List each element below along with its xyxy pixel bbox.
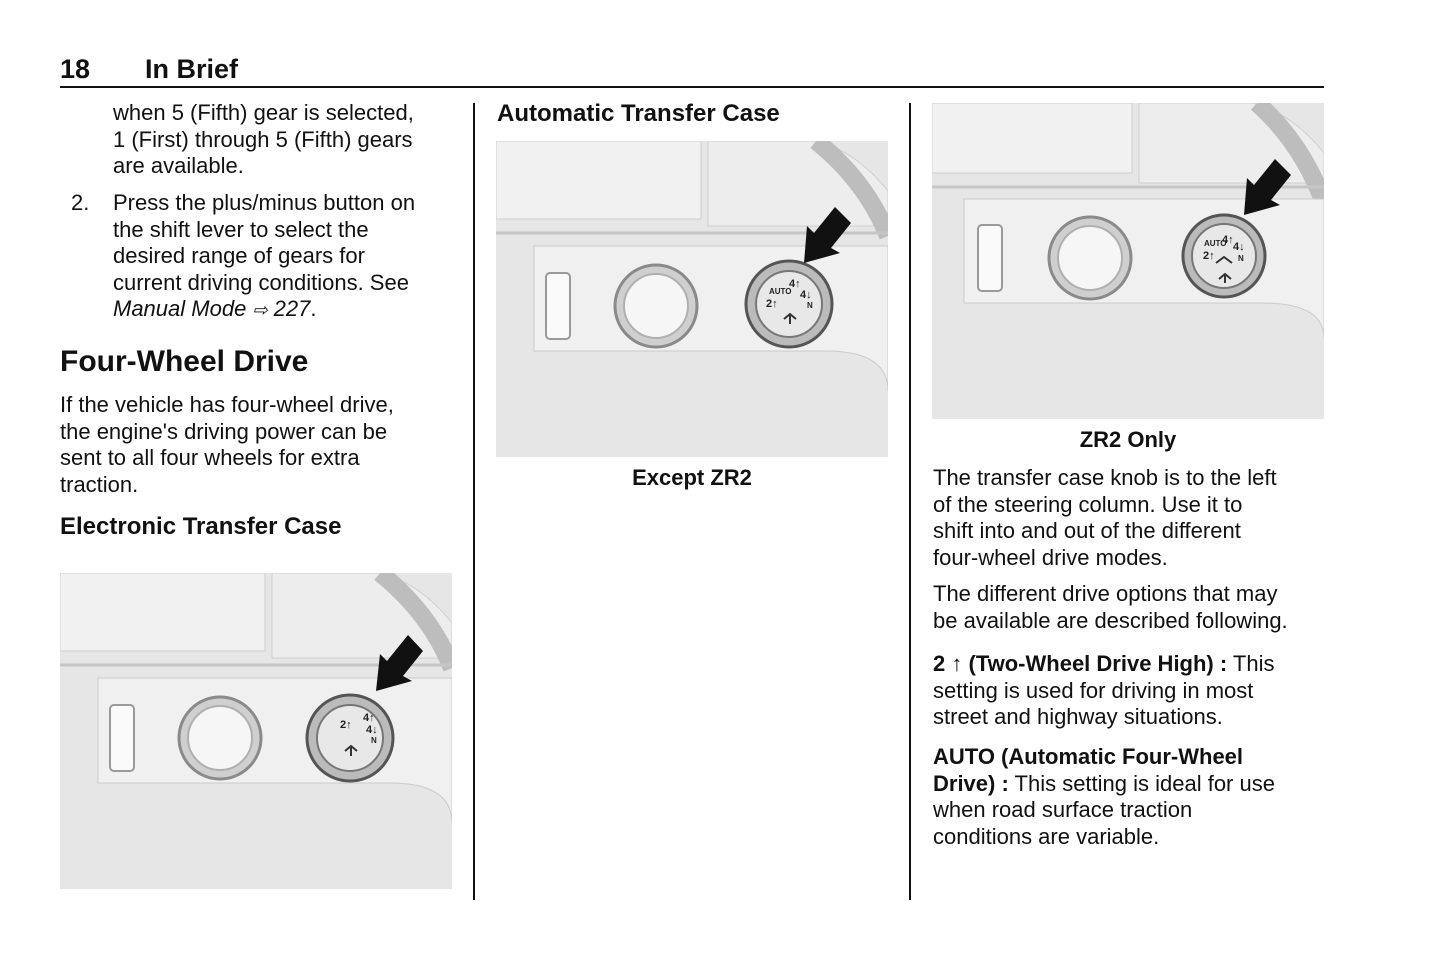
text-line: conditions are variable.: [933, 823, 1160, 849]
heading-four-wheel-drive: Four-Wheel Drive: [60, 345, 309, 378]
cross-reference[interactable]: Manual Mode ⇨ 227.: [113, 296, 317, 321]
figure-zr2-transfer-case: AUTO 2↑ 4↑ 4↓ N: [932, 103, 1324, 419]
two-wheel-drive-high-entry: 2 ↑ (Two-Wheel Drive High) : This settin…: [933, 651, 1328, 731]
text-line: desired range of gears for: [113, 243, 365, 268]
text-line: of the steering column. Use it to: [933, 491, 1243, 517]
step-number: 2.: [71, 190, 90, 215]
text-line: The different drive options that may: [933, 581, 1278, 606]
text-line: 1 (First) through 5 (Fifth) gears: [113, 126, 413, 152]
step-2-text: Press the plus/minus button on the shift…: [113, 190, 463, 324]
drive-options-paragraph: The different drive options that may be …: [933, 581, 1328, 634]
text-line: The transfer case knob is to the left: [933, 465, 1277, 490]
text-line: four-wheel drive modes.: [933, 544, 1168, 570]
text-line: sent to all four wheels for extra: [60, 445, 360, 470]
knob-label-four-high: 4↑: [1222, 234, 1234, 246]
knob-label-four-high: 4↑: [363, 712, 375, 724]
page-header: 18 In Brief: [60, 52, 1324, 88]
knob-label-four-high: 4↑: [789, 278, 801, 290]
column-divider-2: [909, 103, 911, 900]
knob-label-neutral: N: [371, 736, 377, 745]
text-line: Drive) : This setting is ideal for use: [933, 770, 1275, 796]
heading-electronic-transfer-case: Electronic Transfer Case: [60, 513, 342, 540]
knob-label-four-low: 4↓: [1233, 241, 1245, 253]
text-line: the shift lever to select the: [113, 216, 369, 242]
column-divider-1: [473, 103, 475, 900]
up-arrow-icon: ↑: [951, 651, 963, 676]
knob-label-auto: AUTO: [769, 287, 792, 296]
text-line: 2 ↑ (Two-Wheel Drive High) : This: [933, 651, 1275, 676]
text-line: current driving conditions. See: [113, 269, 409, 295]
transfer-case-illustration: 2↑ 4↑ 4↓ N: [60, 573, 452, 889]
caption-except-zr2: Except ZR2: [632, 465, 752, 490]
text-line: traction.: [60, 471, 139, 497]
knob-label-two-high: 2↑: [340, 719, 352, 731]
knob-label-auto: AUTO: [1204, 239, 1227, 248]
text-line: shift into and out of the different: [933, 518, 1241, 543]
term-two-wheel-drive-high: (Two-Wheel Drive High) :: [968, 651, 1228, 676]
auto-four-wheel-drive-entry: AUTO (Automatic Four-Wheel Drive) : This…: [933, 744, 1328, 850]
figure-electronic-transfer-case: 2↑ 4↑ 4↓ N: [60, 573, 452, 889]
text-line: be available are described following.: [933, 607, 1288, 633]
text-line: Press the plus/minus button on: [113, 190, 416, 215]
transfer-case-illustration: AUTO 2↑ 4↑ 4↓ N: [932, 103, 1324, 419]
manual-mode-link[interactable]: Manual Mode: [113, 296, 247, 321]
caption-zr2-only: ZR2 Only: [1079, 427, 1177, 452]
term-two: 2: [933, 651, 946, 676]
figure-automatic-transfer-case: AUTO 2↑ 4↑ 4↓ N: [496, 141, 888, 457]
text-line: the engine's driving power can be: [60, 418, 388, 444]
knob-label-two-high: 2↑: [1203, 250, 1215, 262]
page-ref-arrow-icon: ⇨: [252, 300, 268, 320]
knob-label-two-high: 2↑: [766, 298, 778, 310]
four-wheel-drive-paragraph: If the vehicle has four-wheel drive, the…: [60, 392, 460, 498]
knob-label-four-low: 4↓: [800, 289, 812, 301]
text-line: are available.: [113, 153, 244, 178]
page-number: 18: [60, 54, 91, 84]
knob-label-neutral: N: [1238, 254, 1244, 263]
term-drive: Drive) :: [933, 770, 1009, 796]
knob-label-neutral: N: [807, 301, 813, 310]
heading-automatic-transfer-case: Automatic Transfer Case: [497, 100, 780, 127]
page-ref-number: 227: [273, 296, 311, 321]
text-line: street and highway situations.: [933, 704, 1223, 729]
text-line: when road surface traction: [933, 797, 1193, 822]
transfer-case-paragraph: The transfer case knob is to the left of…: [933, 465, 1328, 571]
text-line: If the vehicle has four-wheel drive,: [60, 392, 394, 417]
continued-text: when 5 (Fifth) gear is selected, 1 (Firs…: [113, 100, 463, 180]
section-title: In Brief: [145, 54, 239, 84]
knob-label-four-low: 4↓: [366, 724, 378, 736]
text-line: setting is used for driving in most: [933, 677, 1254, 703]
text-line: when 5 (Fifth) gear is selected,: [113, 100, 414, 125]
transfer-case-illustration: AUTO 2↑ 4↑ 4↓ N: [496, 141, 888, 457]
term-auto: AUTO (Automatic Four-Wheel: [933, 744, 1244, 769]
